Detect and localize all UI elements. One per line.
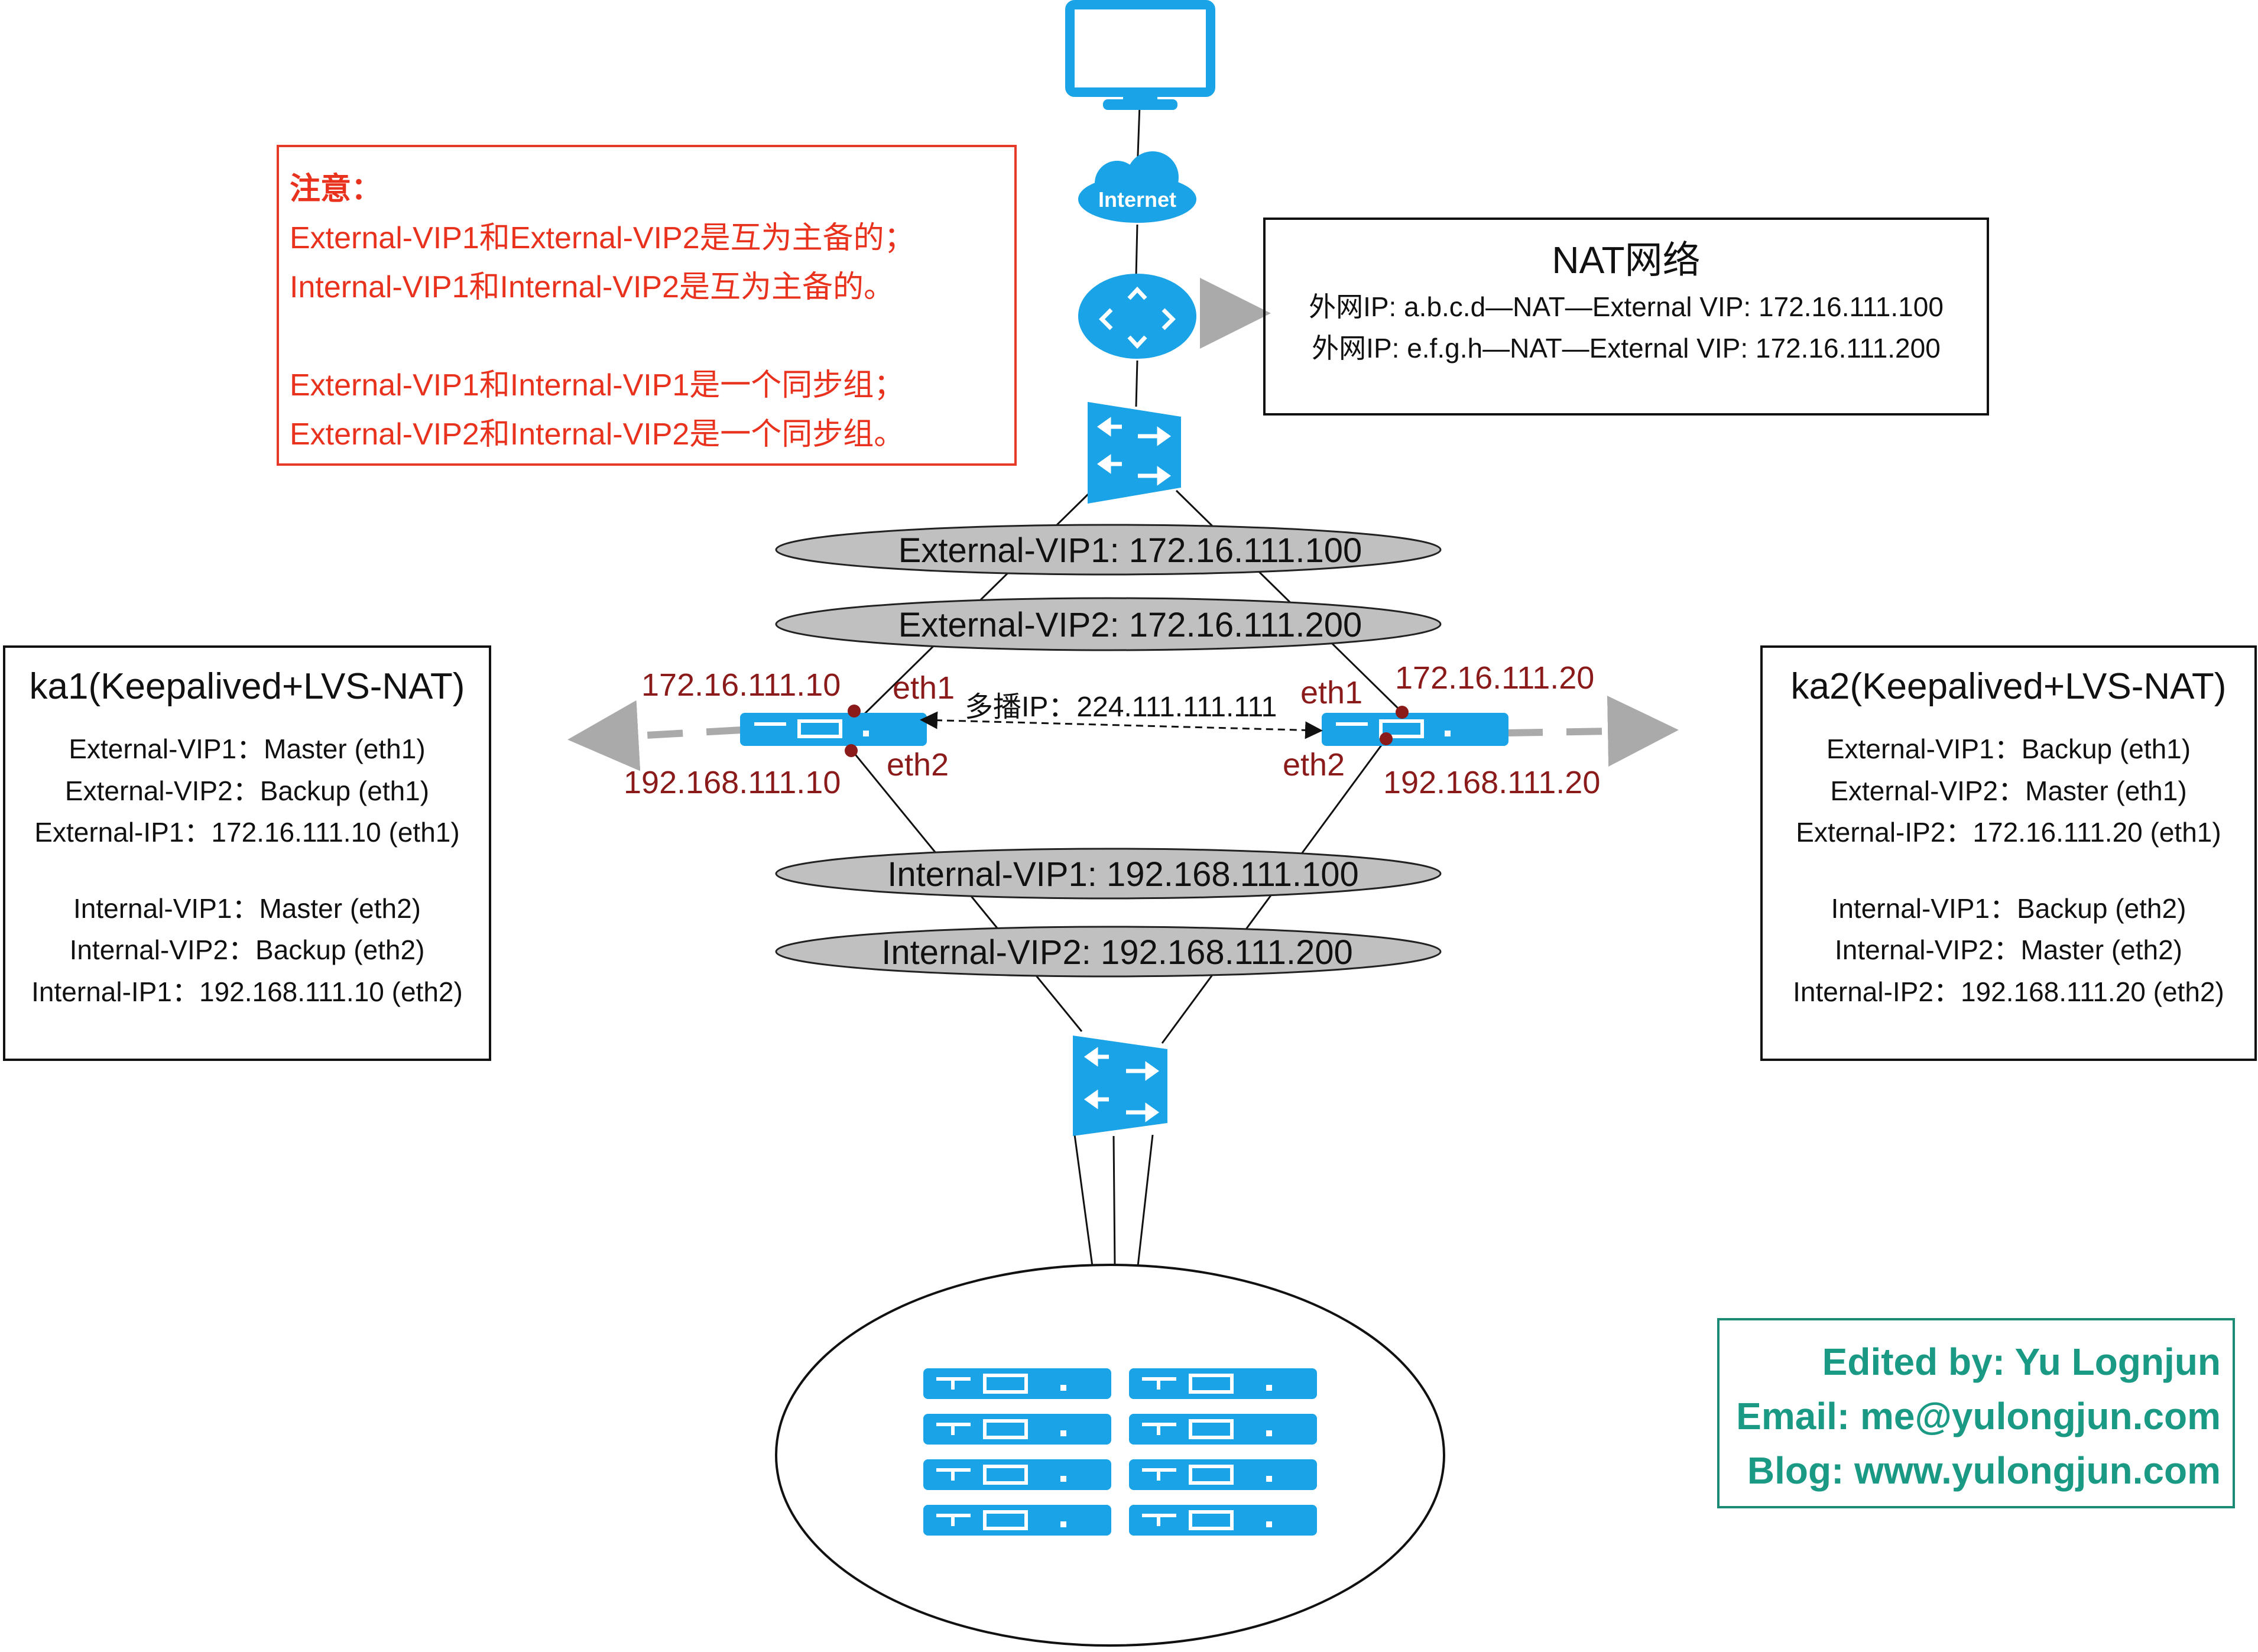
ka2-server-icon (1322, 713, 1508, 746)
credits-box: Edited by: Yu Lognjun Email: me@yulongju… (1717, 1318, 2235, 1508)
external-vip2-ellipse: External-VIP2: 172.16.111.200 (775, 597, 1442, 651)
ka1-server-icon (740, 713, 927, 746)
server-pool (775, 1264, 1445, 1647)
arrow-ka2-outward (1507, 696, 1679, 767)
router-icon (1078, 274, 1196, 359)
arrow-ka1-outward (567, 700, 742, 771)
ka1-internal-line: Internal-VIP1：Master (eth2) (73, 892, 421, 924)
ka1-eth1-label: eth1 (893, 670, 955, 706)
nat-box: NAT网络 外网IP: a.b.c.d—NAT—External VIP: 17… (1263, 218, 1989, 416)
top-switch-icon (1088, 402, 1181, 504)
link-internet-router (1135, 224, 1138, 277)
internet-cloud-icon: Internet (1078, 151, 1196, 223)
credit-email: Email: me@yulongjun.com (1736, 1395, 2221, 1437)
pool-server-icon (923, 1459, 1111, 1490)
ka2-external-line: External-IP2：172.16.111.20 (eth1) (1796, 817, 2221, 848)
ka1-external-line: External-IP1：172.16.111.10 (eth1) (34, 817, 460, 848)
ka2-title: ka2(Keepalived+LVS-NAT) (1790, 666, 2227, 707)
note-line: External-VIP1和Internal-VIP1是一个同步组； (290, 368, 905, 403)
ka2-external-line: External-VIP1：Backup (eth1) (1826, 733, 2191, 764)
pool-server-icon (1129, 1414, 1317, 1445)
svg-text:Internal-VIP2: 192.168.111.200: Internal-VIP2: 192.168.111.200 (881, 933, 1353, 972)
note-box: 注意： External-VIP1和External-VIP2是互为主备的； I… (277, 145, 1017, 466)
multicast-arrow (920, 711, 1323, 739)
svg-text:External-VIP2: 172.16.111.200: External-VIP2: 172.16.111.200 (898, 606, 1362, 644)
pool-server-icon (1129, 1459, 1317, 1490)
ka1-ip-eth1: 172.16.111.10 (641, 667, 841, 703)
external-vip1-ellipse: External-VIP1: 172.16.111.100 (775, 524, 1442, 576)
nat-line: 外网IP: e.f.g.h—NAT—External VIP: 172.16.1… (1312, 333, 1941, 363)
credit-author: Edited by: Yu Lognjun (1822, 1341, 2221, 1383)
note-line: External-VIP1和External-VIP2是互为主备的； (290, 221, 915, 255)
monitor-icon (1065, 0, 1215, 110)
ka2-internal-line: Internal-VIP2：Master (eth2) (1834, 934, 2182, 965)
ka2-eth2-label: eth2 (1283, 747, 1345, 783)
pool-server-icon (923, 1505, 1111, 1536)
internal-vip2-ellipse: Internal-VIP2: 192.168.111.200 (775, 926, 1442, 978)
ka1-external-line: External-VIP2：Backup (eth1) (64, 775, 430, 806)
ka1-internal-line: Internal-VIP2：Backup (eth2) (69, 934, 425, 965)
interface-dots (845, 705, 1409, 757)
ka1-internal-line: Internal-IP1：192.168.111.10 (eth2) (31, 976, 463, 1007)
ka2-internal-line: Internal-IP2：192.168.111.20 (eth2) (1793, 976, 2224, 1007)
internal-vip1-ellipse: Internal-VIP1: 192.168.111.100 (775, 848, 1442, 900)
internet-label: Internet (1098, 187, 1176, 212)
note-line: External-VIP2和Internal-VIP2是一个同步组。 (290, 417, 905, 452)
pool-server-icon (923, 1414, 1111, 1445)
nat-title: NAT网络 (1552, 239, 1701, 281)
gray-arrows (567, 278, 1679, 771)
svg-text:External-VIP1: 172.16.111.100: External-VIP1: 172.16.111.100 (898, 531, 1362, 570)
svg-text:Internal-VIP1: 192.168.111.100: Internal-VIP1: 192.168.111.100 (887, 855, 1359, 894)
pool-server-icon (1129, 1368, 1317, 1399)
ka1-eth2-label: eth2 (887, 747, 949, 783)
link-switch2-servers-a (1073, 1134, 1094, 1267)
note-title: 注意： (290, 172, 382, 206)
pool-server-icon (1129, 1505, 1317, 1536)
ka2-eth1-label: eth1 (1300, 675, 1362, 710)
ka1-info-box: ka1(Keepalived+LVS-NAT) External-VIP1：Ma… (3, 645, 491, 1061)
ka2-internal-line: Internal-VIP1：Backup (eth2) (1831, 892, 2186, 924)
ka1-ip-eth2: 192.168.111.10 (624, 765, 841, 800)
ka1-title: ka1(Keepalived+LVS-NAT) (29, 666, 465, 707)
ka2-external-line: External-VIP2：Master (eth1) (1830, 775, 2187, 806)
ka2-ip-eth1: 172.16.111.20 (1395, 660, 1594, 696)
note-line: Internal-VIP1和Internal-VIP2是互为主备的。 (290, 270, 894, 304)
link-switch2-servers-c (1137, 1134, 1154, 1267)
bottom-switch-icon (1073, 1036, 1167, 1136)
server-pool-ellipse (775, 1264, 1445, 1647)
multicast-label: 多播IP：224.111.111.111 (965, 692, 1277, 723)
ka1-external-line: External-VIP1：Master (eth1) (69, 733, 426, 764)
link-router-switch (1135, 360, 1138, 407)
ka2-info-box: ka2(Keepalived+LVS-NAT) External-VIP1：Ba… (1760, 645, 2257, 1061)
ka2-ip-eth2: 192.168.111.20 (1383, 765, 1600, 800)
credit-blog: Blog: www.yulongjun.com (1747, 1449, 2221, 1492)
note-spacer (290, 312, 1004, 361)
nat-line: 外网IP: a.b.c.d—NAT—External VIP: 172.16.1… (1309, 291, 1944, 322)
pool-server-icon (923, 1368, 1111, 1399)
link-switch2-servers-b (1112, 1135, 1116, 1267)
